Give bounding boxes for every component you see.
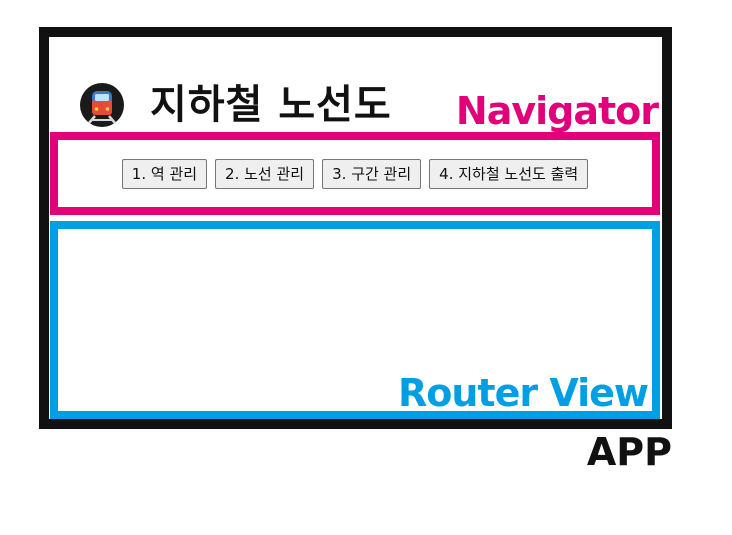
router-view-label: Router View bbox=[398, 371, 649, 415]
navigator-label: Navigator bbox=[455, 89, 659, 133]
map-print-button[interactable]: 4. 지하철 노선도 출력 bbox=[429, 158, 589, 189]
router-view-box: Router View bbox=[50, 221, 660, 419]
subway-train-icon bbox=[80, 83, 124, 127]
line-manage-button[interactable]: 2. 노선 관리 bbox=[215, 158, 315, 189]
page-title: 지하철 노선도 bbox=[150, 82, 392, 128]
station-manage-button[interactable]: 1. 역 관리 bbox=[121, 158, 208, 189]
title-row: 지하철 노선도 bbox=[79, 82, 392, 128]
section-manage-button[interactable]: 3. 구간 관리 bbox=[322, 158, 422, 189]
navigator-box: 1. 역 관리 2. 노선 관리 3. 구간 관리 4. 지하철 노선도 출력 bbox=[50, 132, 660, 215]
app-label: APP bbox=[586, 430, 672, 474]
app-frame: 지하철 노선도 Navigator 1. 역 관리 2. 노선 관리 3. 구간… bbox=[39, 27, 672, 429]
